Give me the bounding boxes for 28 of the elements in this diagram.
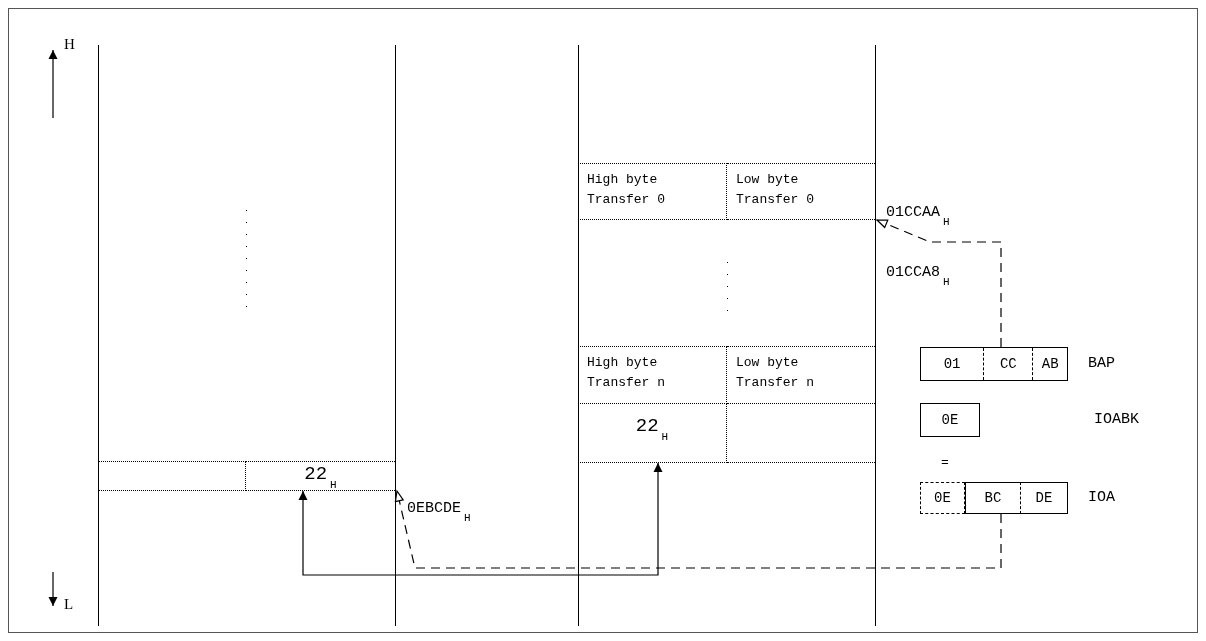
register-field: 0E [921, 404, 979, 436]
memory-cell: 22$_{H}$ [246, 461, 395, 491]
register-name: BAP [1088, 355, 1115, 372]
register-box [920, 482, 1068, 514]
address-label: 01CCA8$_{H}$ [886, 264, 950, 288]
register-field: CC [983, 348, 1033, 380]
memory-cell: Low byte Transfer 0 [727, 163, 875, 220]
register-field: 01 [921, 348, 984, 380]
register-field: BC [965, 482, 1020, 514]
register-field: AB [1032, 348, 1067, 380]
register-name: IOA [1088, 489, 1115, 506]
arrow [298, 462, 663, 576]
axis-end-label: L [64, 596, 74, 613]
memory-cell [98, 461, 246, 491]
equals-sign: = [941, 455, 949, 470]
dashed-arrow [394, 490, 1002, 569]
address-label: 01CCAA$_{H}$ [886, 204, 950, 228]
dashed-arrow [876, 219, 1002, 348]
register-name: IOABK [1094, 411, 1139, 428]
memory-cell: Low byte Transfer n [727, 346, 875, 404]
address-label: 0EBCDE$_{H}$ [407, 500, 471, 524]
register-field: 0E [920, 482, 965, 514]
memory-cell: High byte Transfer 0 [578, 163, 727, 220]
memory-cell: 22$_{H}$ [578, 404, 727, 463]
register-box [920, 347, 1068, 381]
axis-end-label: H [64, 36, 75, 53]
register-field: DE [1020, 482, 1068, 514]
memory-cell: High byte Transfer n [578, 346, 727, 404]
